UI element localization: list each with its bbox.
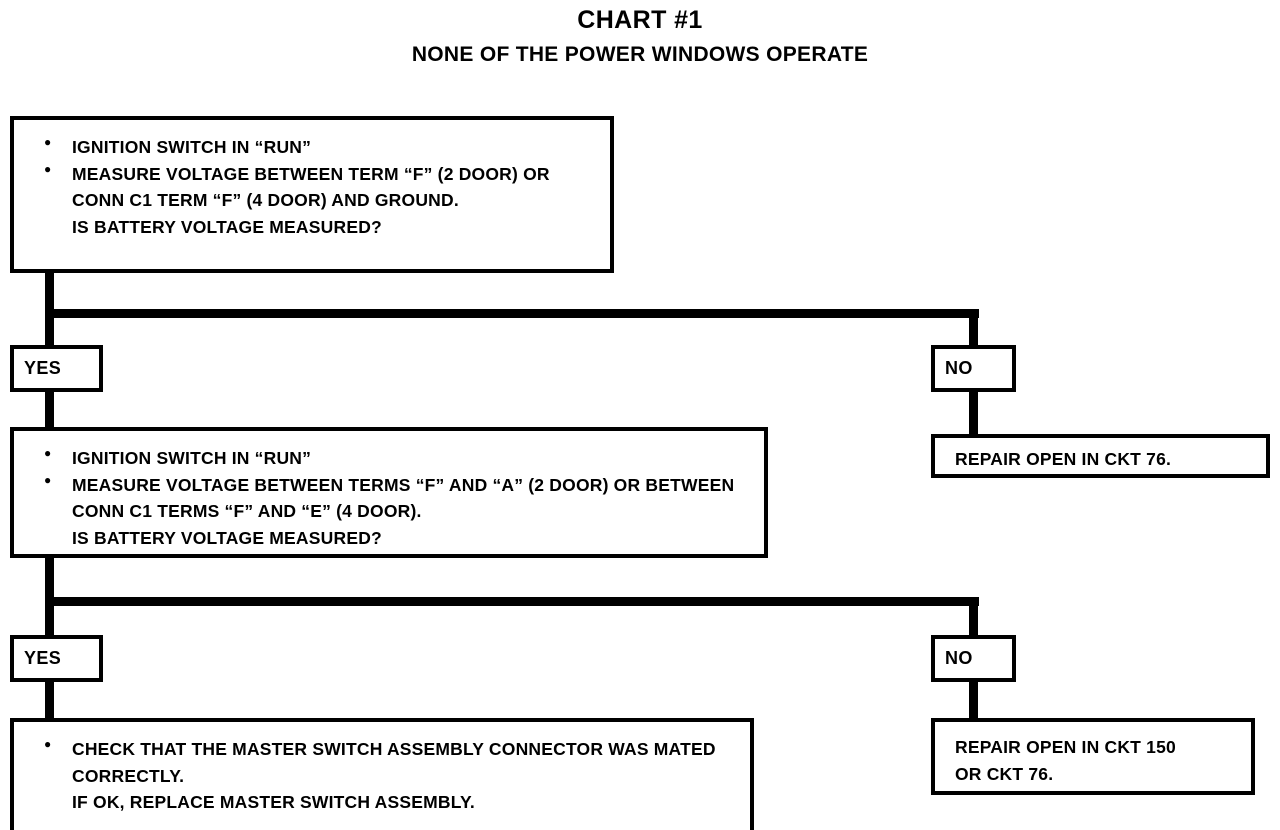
connector-yes1-to-step2	[45, 388, 54, 431]
connector-step2-no-drop	[969, 597, 978, 639]
connector-step1-yes-drop	[45, 309, 54, 349]
connector-step2-branch	[45, 597, 979, 606]
step1-no-result-box: REPAIR OPEN IN CKT 76.	[931, 434, 1270, 478]
step3-body: CHECK THAT THE MASTER SWITCH ASSEMBLY CO…	[14, 722, 750, 816]
step2-line-2: MEASURE VOLTAGE BETWEEN TERMS “F” AND “A…	[14, 471, 756, 525]
step2-no-result-body: REPAIR OPEN IN CKT 150 OR CKT 76.	[935, 722, 1251, 787]
step1-line-2: MEASURE VOLTAGE BETWEEN TERM “F” (2 DOOR…	[14, 160, 600, 214]
step1-box: IGNITION SWITCH IN “RUN” MEASURE VOLTAGE…	[10, 116, 614, 273]
step1-body: IGNITION SWITCH IN “RUN” MEASURE VOLTAGE…	[14, 120, 610, 240]
no-label-1-text: NO	[945, 358, 973, 378]
step3-line-list: CHECK THAT THE MASTER SWITCH ASSEMBLY CO…	[14, 735, 742, 816]
chart-title-block: CHART #1 NONE OF THE POWER WINDOWS OPERA…	[0, 6, 1280, 67]
step1-no-result-line-1: REPAIR OPEN IN CKT 76.	[955, 449, 1172, 469]
connector-step1-branch	[45, 309, 979, 318]
connector-no2-to-repair2	[969, 678, 978, 722]
chart-title: CHART #1	[577, 6, 703, 34]
step2-line-3: IS BATTERY VOLTAGE MEASURED?	[72, 527, 382, 548]
step2-no-result-line-2: OR CKT 76.	[955, 763, 1054, 784]
chart-subtitle: NONE OF THE POWER WINDOWS OPERATE	[411, 42, 869, 66]
connector-step2-stem	[45, 556, 54, 606]
yes-label-2-text: YES	[24, 648, 62, 668]
connector-no1-to-repair1	[969, 388, 978, 438]
connector-step1-stem	[45, 272, 54, 317]
yes-label-2: YES	[10, 635, 103, 682]
connector-yes2-to-step3	[45, 678, 54, 722]
step2-body: IGNITION SWITCH IN “RUN” MEASURE VOLTAGE…	[14, 431, 764, 551]
step2-no-result-box: REPAIR OPEN IN CKT 150 OR CKT 76.	[931, 718, 1255, 795]
step3-line-1: CHECK THAT THE MASTER SWITCH ASSEMBLY CO…	[14, 735, 742, 789]
no-label-2-text: NO	[945, 648, 973, 668]
step2-box: IGNITION SWITCH IN “RUN” MEASURE VOLTAGE…	[10, 427, 768, 558]
connector-step2-yes-drop	[45, 597, 54, 639]
step1-line-list: IGNITION SWITCH IN “RUN” MEASURE VOLTAGE…	[14, 133, 600, 240]
step1-no-result-body: REPAIR OPEN IN CKT 76.	[935, 438, 1266, 473]
connector-step1-no-drop	[969, 309, 978, 349]
step2-line-1: IGNITION SWITCH IN “RUN”	[14, 444, 756, 472]
step2-no-result-line-1: REPAIR OPEN IN CKT 150	[955, 737, 1176, 757]
yes-label-1: YES	[10, 345, 103, 392]
no-label-2: NO	[931, 635, 1016, 682]
step1-line-1: IGNITION SWITCH IN “RUN”	[14, 133, 600, 161]
step3-box: CHECK THAT THE MASTER SWITCH ASSEMBLY CO…	[10, 718, 754, 830]
no-label-1: NO	[931, 345, 1016, 392]
step2-line-list: IGNITION SWITCH IN “RUN” MEASURE VOLTAGE…	[14, 444, 756, 551]
yes-label-1-text: YES	[24, 358, 62, 378]
step3-line-2: IF OK, REPLACE MASTER SWITCH ASSEMBLY.	[72, 792, 475, 813]
step1-line-3: IS BATTERY VOLTAGE MEASURED?	[72, 216, 382, 237]
